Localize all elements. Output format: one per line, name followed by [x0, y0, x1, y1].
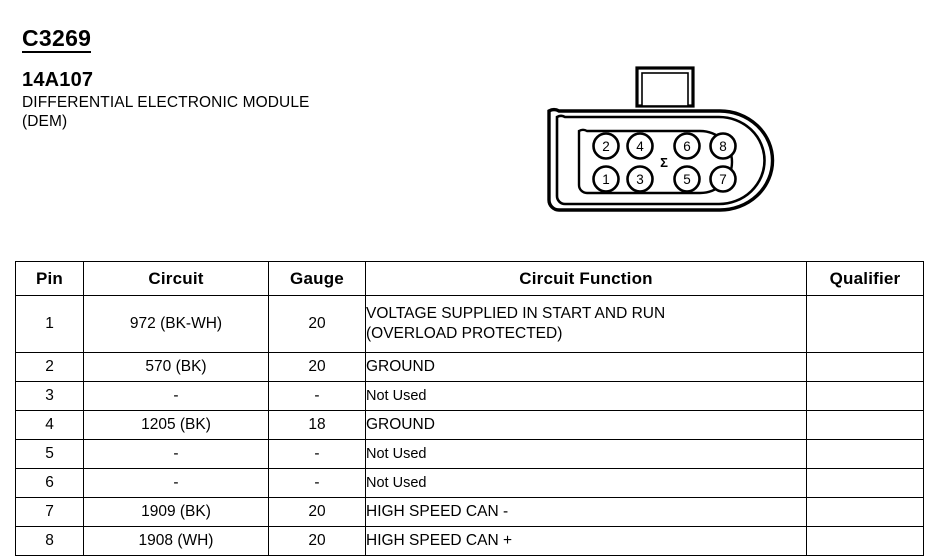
cell-pin: 8: [15, 526, 84, 556]
pin-label-2: 2: [602, 139, 610, 154]
connector-header: C3269 14A107 DIFFERENTIAL ELECTRONIC MOD…: [22, 26, 492, 132]
column-header-qualifier: Qualifier: [806, 261, 924, 296]
cell-gauge: 20: [268, 352, 366, 382]
table-row: 7 1909 (BK) 20 HIGH SPEED CAN -: [15, 497, 924, 527]
cell-circuit: 570 (BK): [83, 352, 269, 382]
cell-qualifier: [806, 468, 924, 498]
cell-function: HIGH SPEED CAN +: [365, 526, 807, 556]
pin-label-4: 4: [636, 139, 644, 154]
pin-label-5: 5: [683, 172, 691, 187]
cell-gauge: 20: [268, 295, 366, 353]
cell-circuit: -: [83, 439, 269, 469]
pin-label-7: 7: [719, 172, 727, 187]
table-row: 8 1908 (WH) 20 HIGH SPEED CAN +: [15, 526, 924, 556]
table-header-row: Pin Circuit Gauge Circuit Function Quali…: [15, 261, 924, 296]
cell-qualifier: [806, 526, 924, 556]
cell-gauge: 20: [268, 497, 366, 527]
pin-circle-8: [709, 132, 737, 160]
column-header-pin: Pin: [15, 261, 84, 296]
cell-gauge: 20: [268, 526, 366, 556]
cell-pin: 5: [15, 439, 84, 469]
cell-pin: 3: [15, 381, 84, 411]
cell-function-line1: VOLTAGE SUPPLIED IN START AND RUN: [366, 305, 666, 323]
table-row: 2 570 (BK) 20 GROUND: [15, 352, 924, 382]
cell-circuit: 1205 (BK): [83, 410, 269, 440]
cell-pin: 6: [15, 468, 84, 498]
cell-circuit: 1908 (WH): [83, 526, 269, 556]
cell-function-line2: (OVERLOAD PROTECTED): [366, 325, 563, 342]
pin-row-top: 2 4 6 8: [592, 132, 737, 160]
pin-circle-1: [592, 165, 620, 193]
cell-function: HIGH SPEED CAN -: [365, 497, 807, 527]
cell-qualifier: [806, 352, 924, 382]
column-header-gauge: Gauge: [268, 261, 366, 296]
pin-circle-4: [626, 132, 654, 160]
pinout-table: Pin Circuit Gauge Circuit Function Quali…: [15, 261, 924, 556]
cell-pin: 1: [15, 295, 84, 353]
table-row: 4 1205 (BK) 18 GROUND: [15, 410, 924, 440]
pin-circle-6: [673, 132, 701, 160]
cell-qualifier: [806, 295, 924, 353]
part-number: 14A107: [22, 69, 94, 92]
cell-circuit: -: [83, 381, 269, 411]
pin-circle-3: [626, 165, 654, 193]
table-row: 6 - - Not Used: [15, 468, 924, 498]
part-name-abbreviation: (DEM): [22, 113, 68, 131]
cell-function: Not Used: [365, 439, 807, 469]
table-row: 3 - - Not Used: [15, 381, 924, 411]
pinout-table-container: Pin Circuit Gauge Circuit Function Quali…: [15, 261, 924, 556]
cell-circuit: 1909 (BK): [83, 497, 269, 527]
column-header-circuit: Circuit: [83, 261, 269, 296]
pin-label-8: 8: [719, 139, 727, 154]
pin-circle-7: [709, 165, 737, 193]
cell-pin: 2: [15, 352, 84, 382]
connector-locking-tab-inner: [641, 72, 689, 107]
cell-gauge: -: [268, 468, 366, 498]
cell-function: VOLTAGE SUPPLIED IN START AND RUN (OVERL…: [365, 295, 807, 353]
cell-function: Not Used: [365, 381, 807, 411]
cell-qualifier: [806, 381, 924, 411]
keying-symbol: Σ: [660, 155, 668, 170]
cell-gauge: -: [268, 439, 366, 469]
cell-qualifier: [806, 497, 924, 527]
pin-label-6: 6: [683, 139, 691, 154]
table-row: 5 - - Not Used: [15, 439, 924, 469]
cell-circuit: -: [83, 468, 269, 498]
cell-qualifier: [806, 439, 924, 469]
pin-label-1: 1: [602, 172, 610, 187]
cell-gauge: -: [268, 381, 366, 411]
part-name: DIFFERENTIAL ELECTRONIC MODULE: [22, 94, 310, 112]
pin-row-bottom: 1 3 5 7: [592, 165, 737, 193]
cell-circuit: 972 (BK-WH): [83, 295, 269, 353]
cell-function: Not Used: [365, 468, 807, 498]
cell-function: GROUND: [365, 352, 807, 382]
cell-pin: 4: [15, 410, 84, 440]
connector-face-diagram: 2 4 6 8 1 3 5 7 Σ: [535, 55, 805, 225]
pin-circle-5: [673, 165, 701, 193]
column-header-function: Circuit Function: [365, 261, 807, 296]
cell-function: GROUND: [365, 410, 807, 440]
cell-pin: 7: [15, 497, 84, 527]
table-row: 1 972 (BK-WH) 20 VOLTAGE SUPPLIED IN STA…: [15, 295, 924, 353]
cell-gauge: 18: [268, 410, 366, 440]
pin-label-3: 3: [636, 172, 644, 187]
connector-id: C3269: [22, 26, 92, 54]
connector-outline-svg: 2 4 6 8 1 3 5 7 Σ: [547, 66, 775, 212]
pin-circle-2: [592, 132, 620, 160]
cell-qualifier: [806, 410, 924, 440]
